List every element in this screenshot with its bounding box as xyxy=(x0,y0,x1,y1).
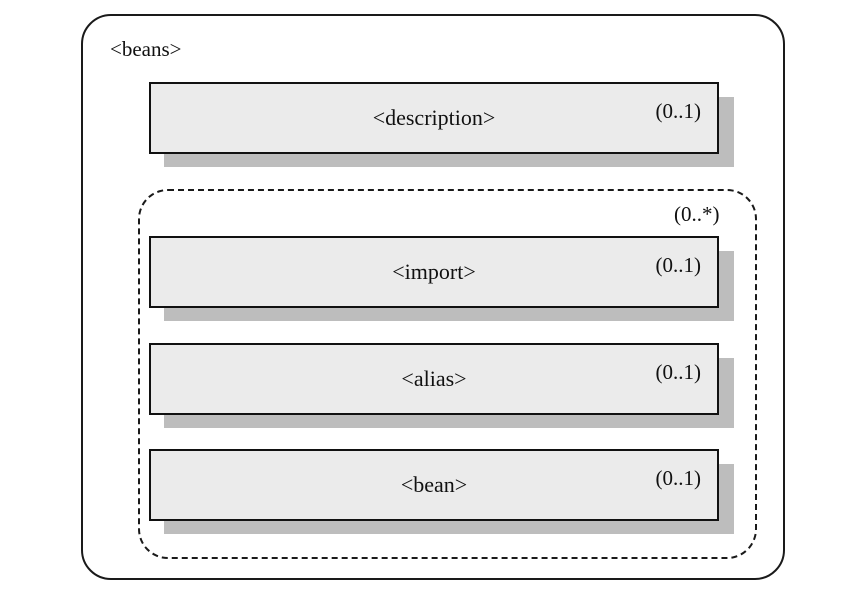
bean-name: <bean> xyxy=(400,472,468,497)
alias-box: <alias> (0..1) xyxy=(149,343,719,415)
bean-box: <bean> (0..1) xyxy=(149,449,719,521)
choice-group-multiplicity: (0..*) xyxy=(674,202,720,226)
import-multiplicity: (0..1) xyxy=(655,253,702,277)
description-box: <description> (0..1) xyxy=(149,82,719,154)
import-name: <import> xyxy=(392,259,476,284)
beans-label: <beans> xyxy=(110,37,182,61)
alias-multiplicity: (0..1) xyxy=(655,360,702,384)
alias-element: <alias> (0..1) xyxy=(149,343,734,428)
choice-group xyxy=(138,189,757,559)
import-element: <import> (0..1) xyxy=(149,236,734,321)
description-multiplicity: (0..1) xyxy=(655,99,702,123)
bean-multiplicity: (0..1) xyxy=(655,466,702,490)
bean-element: <bean> (0..1) xyxy=(149,449,734,534)
import-box: <import> (0..1) xyxy=(149,236,719,308)
alias-name: <alias> xyxy=(401,366,467,391)
description-name: <description> xyxy=(372,105,496,130)
description-element: <description> (0..1) xyxy=(149,82,734,167)
